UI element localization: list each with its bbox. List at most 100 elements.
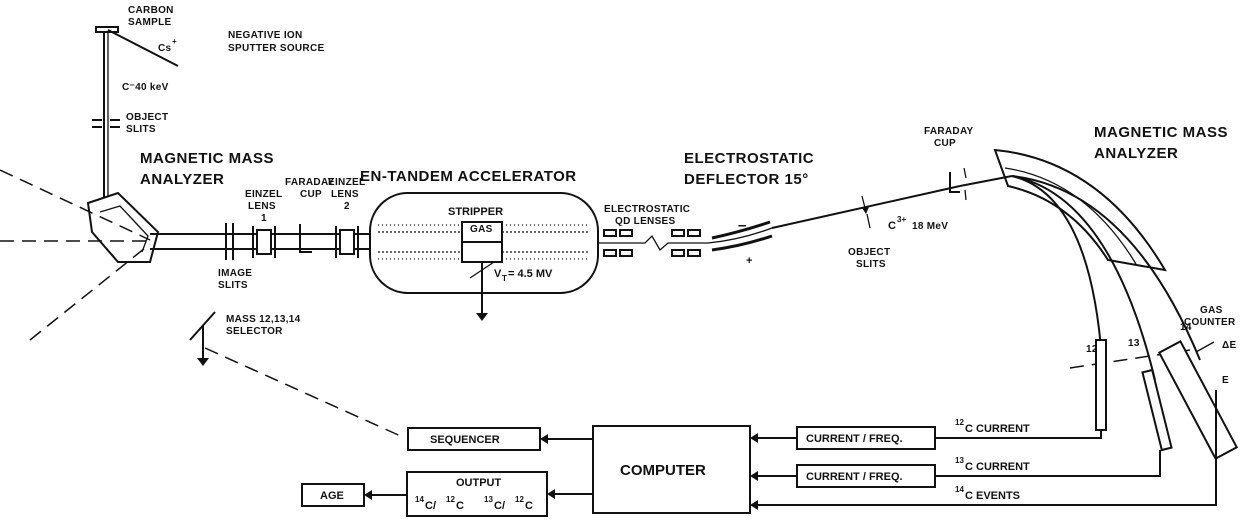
detector-12-label: 12: [1086, 344, 1098, 355]
einzel-lens-1-label-1: EINZEL: [245, 189, 282, 200]
deflector-title-2: DEFLECTOR 15°: [684, 171, 809, 188]
qd-lens-2a: [671, 229, 685, 237]
terminal-variable: [469, 261, 495, 279]
einzel-lens-1: [256, 229, 272, 255]
deflector-minus: –: [738, 217, 747, 234]
qd-lens-1d: [619, 249, 633, 257]
low-energy-beamline: IMAGE SLITS EINZEL LENS 1 FARADAY CUP EI…: [150, 177, 406, 439]
e-label: E: [1222, 375, 1229, 386]
right-magnet-title-2: ANALYZER: [1094, 145, 1178, 162]
events-arrow: [750, 500, 758, 510]
path-13: [1011, 175, 1156, 381]
mass-selector-arrow: [197, 358, 209, 366]
carbon-sample-target: [95, 26, 119, 33]
sputter-source-title-2: SPUTTER SOURCE: [228, 43, 324, 54]
tandem-accelerator: EN-TANDEM ACCELERATOR STRIPPER GAS V T =…: [360, 168, 599, 321]
qd-lens-1b: [619, 229, 633, 237]
ratio-14-sup: 14: [415, 495, 424, 504]
left-magnet-title-1: MAGNETIC MASS: [140, 150, 274, 167]
output-box: [406, 471, 548, 517]
c12-current-text: C CURRENT: [965, 423, 1030, 435]
sputter-source-title-1: NEGATIVE ION: [228, 30, 303, 41]
beam-zigzag: [598, 234, 708, 252]
carbon-sample-label-1: CARBON: [128, 5, 174, 16]
selector-to-sequencer-dashed: [204, 347, 406, 439]
object-slit-arrowhead-1: [862, 207, 869, 214]
line-14-events: [752, 390, 1217, 506]
object-slits-right-label-1: OBJECT: [848, 247, 890, 258]
terminal-voltage-value: = 4.5 MV: [508, 268, 553, 280]
detector-13-label: 13: [1128, 338, 1140, 349]
qd-lens-2d: [687, 249, 701, 257]
ion-source: CARBON SAMPLE Cs + NEGATIVE ION SPUTTER …: [92, 5, 324, 200]
high-energy-beamline: ELECTROSTATIC QD LENSES ELECTROSTATIC DE…: [598, 126, 974, 270]
deflector-plus: +: [746, 255, 752, 267]
gas-counter-label-2: COUNTER: [1184, 317, 1236, 328]
detectors: 12 13 14 GAS COUNTER ΔE E: [1069, 305, 1239, 460]
path-14: [1011, 175, 1201, 361]
beam-into-magnet: [959, 175, 1013, 187]
einzel-lens-2-label-1: EINZEL: [328, 177, 365, 188]
beam-label-sup: 3+: [897, 215, 906, 224]
beam-label-value: 18 MeV: [912, 221, 948, 232]
ratio-13-sup2: 12: [515, 495, 524, 504]
terminal-arrow: [476, 313, 488, 321]
accelerator-title: EN-TANDEM ACCELERATOR: [360, 168, 577, 185]
qd-lens-2b: [687, 229, 701, 237]
deflector-plate-top: [711, 220, 771, 240]
ratio-14-sup2: 12: [446, 495, 455, 504]
einzel-lens-2-label-2: LENS: [331, 189, 359, 200]
carbon-sample-label-2: SAMPLE: [128, 17, 171, 28]
cesium-label: Cs: [158, 43, 172, 54]
c13-current-text: C CURRENT: [965, 461, 1030, 473]
faraday-cup-right-shape: [949, 172, 960, 193]
c13-current-sup: 13: [955, 456, 964, 465]
dashed-ray-1: [0, 169, 151, 241]
faraday-cup-left-label-2: CUP: [300, 189, 322, 200]
beam-to-faraday: [771, 185, 961, 229]
faraday-arrow-top: [963, 167, 967, 179]
image-slits-label-2: SLITS: [218, 280, 248, 291]
image-slits-label-1: IMAGE: [218, 268, 252, 279]
faraday-cup-left-shape: [299, 224, 312, 253]
gas-label: GAS: [470, 224, 493, 235]
deflector-title-1: ELECTROSTATIC: [684, 150, 814, 167]
qd-lens-1c: [603, 249, 617, 257]
cf1-arrow: [750, 433, 758, 443]
right-magnet-group: MAGNETIC MASS ANALYZER: [959, 124, 1228, 381]
qd-lenses-label-2: QD LENSES: [615, 216, 676, 227]
ratio-14-end: C: [456, 500, 464, 512]
electronics: 12 C CURRENT 13 C CURRENT 14 C EVENTS CU…: [301, 390, 1217, 517]
object-slit-arrow-2: [866, 213, 871, 229]
mass-selector-label-1: MASS 12,13,14: [226, 314, 301, 325]
right-magnet-title-1: MAGNETIC MASS: [1094, 124, 1228, 141]
cf2-arrow: [750, 471, 758, 481]
sequencer-arrow: [540, 434, 548, 444]
left-magnet-inner: [99, 205, 149, 253]
einzel-lens-1-label-3: 1: [261, 213, 267, 224]
age-label: AGE: [320, 490, 344, 502]
dashed-ray-3: [29, 243, 151, 341]
einzel-lens-2-label-3: 2: [344, 201, 350, 212]
computer-label: COMPUTER: [620, 462, 706, 479]
mass-selector-label-2: SELECTOR: [226, 326, 283, 337]
delta-e-label: ΔE: [1222, 340, 1236, 351]
ratio-13-sup: 13: [484, 495, 493, 504]
beam-energy-label: C⁻40 keV: [122, 82, 169, 93]
gas-counter-box: [1157, 340, 1239, 460]
faraday-cup-left-label-1: FARADAY: [285, 177, 335, 188]
qd-lens-2c: [671, 249, 685, 257]
cesium-plus-sup: +: [172, 37, 177, 46]
terminal-voltage-v: V: [494, 268, 502, 280]
ratio-13-mid: C/: [494, 500, 505, 512]
einzel-lens-1-label-2: LENS: [248, 201, 276, 212]
age-arrow: [364, 490, 372, 500]
c14-events-sup: 14: [955, 485, 964, 494]
gas-counter-divider: [1195, 341, 1215, 353]
sequencer-label: SEQUENCER: [430, 434, 500, 446]
object-slits-label-2: SLITS: [126, 124, 156, 135]
faraday-cup-right-label-1: FARADAY: [924, 126, 974, 137]
beam-label-c: C: [888, 220, 896, 232]
left-magnet-title-2: ANALYZER: [140, 171, 224, 188]
deflector-plate-bottom: [711, 234, 773, 252]
